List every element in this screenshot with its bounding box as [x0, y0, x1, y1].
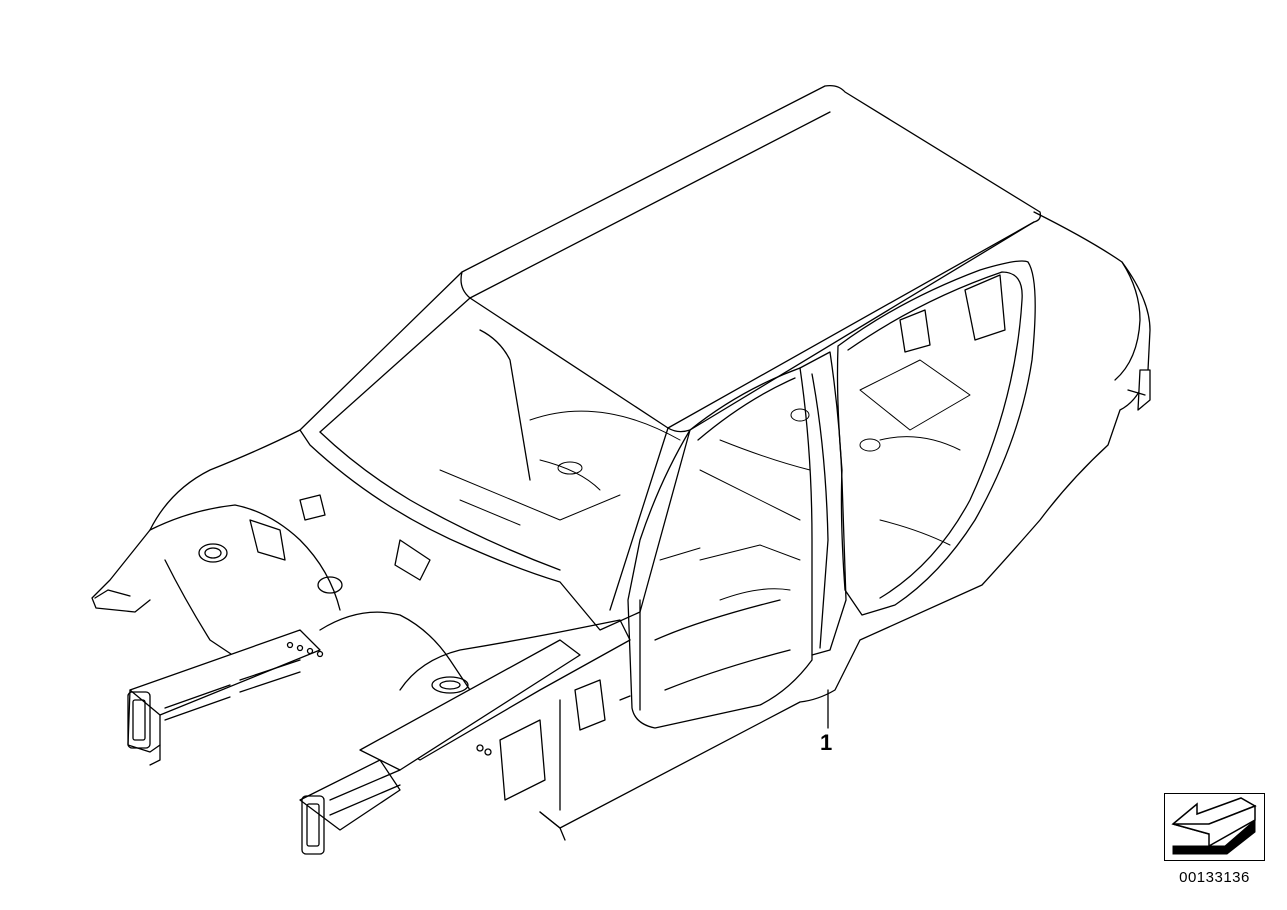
part-callout-label: 1 — [820, 730, 833, 755]
rear-quarter-panel — [539, 211, 1151, 829]
right-front-rail — [299, 619, 631, 855]
left-front-rail — [127, 629, 324, 766]
document-number: 00133136 — [1179, 869, 1250, 886]
view-direction-box — [1164, 793, 1265, 861]
front-door-opening — [627, 367, 813, 729]
side-sill — [499, 679, 631, 841]
direction-arrow-icon — [1171, 797, 1257, 855]
roof-panel — [460, 84, 1042, 433]
windshield-frame — [299, 271, 691, 631]
front-inner-structure — [91, 429, 471, 691]
floor-pan — [439, 359, 971, 601]
b-pillar — [799, 351, 847, 656]
